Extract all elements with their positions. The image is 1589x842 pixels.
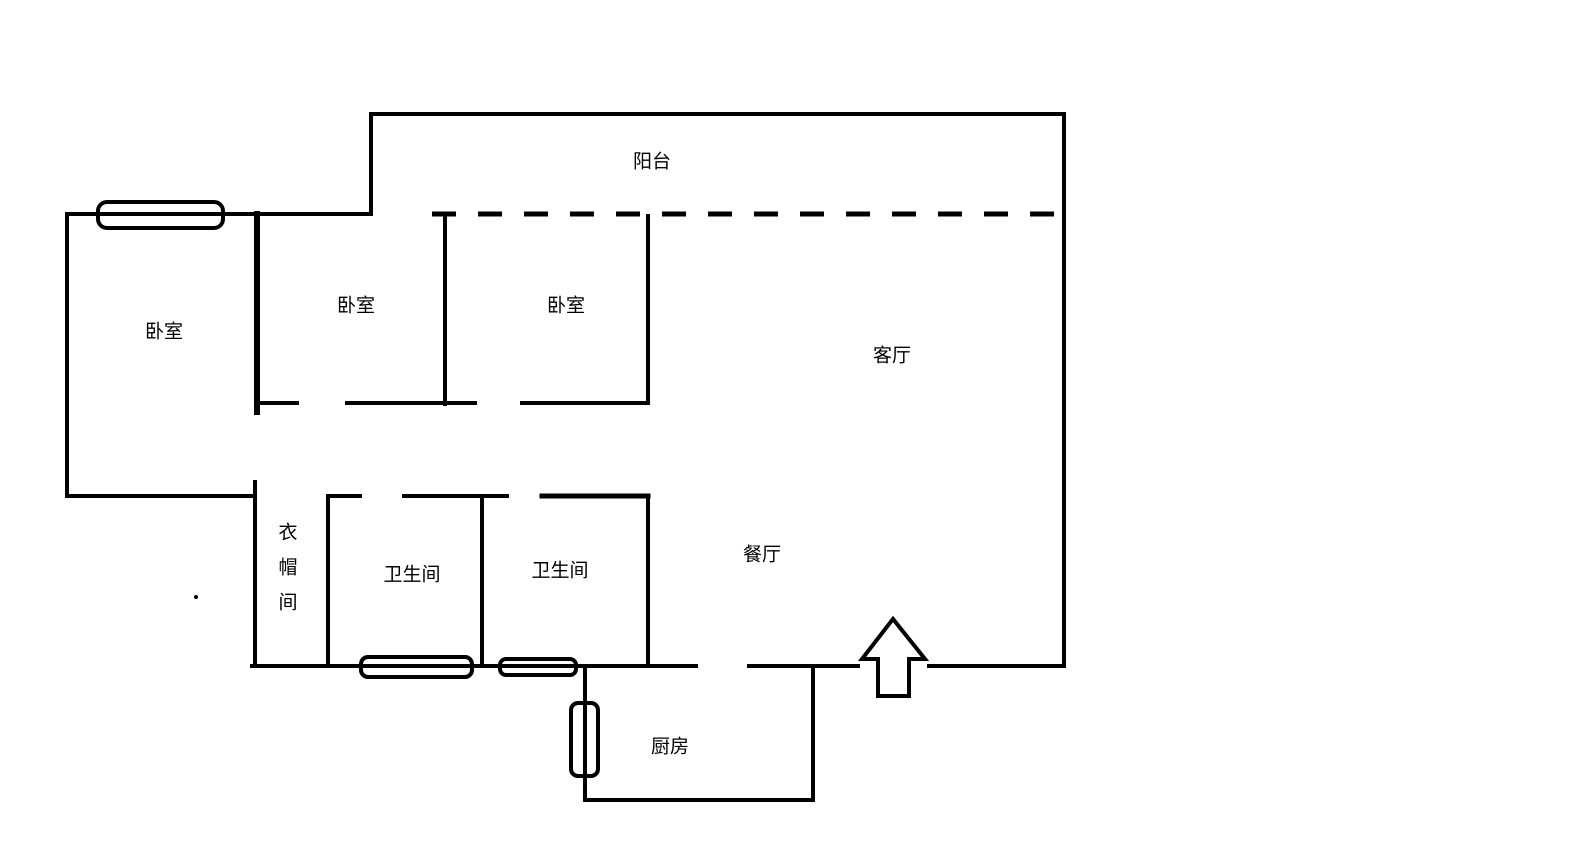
- room-label-bedroom-middle: 卧室: [336, 294, 376, 317]
- room-label-living-room: 客厅: [872, 344, 912, 367]
- room-label-bedroom-left: 卧室: [144, 320, 184, 343]
- window: [96, 200, 225, 230]
- dot-mark: [194, 595, 198, 599]
- room-label-dining-room: 餐厅: [742, 543, 782, 566]
- room-label-kitchen: 厨房: [650, 735, 690, 758]
- room-label-bedroom-right: 卧室: [546, 294, 586, 317]
- room-label-cloakroom: 衣帽间: [278, 521, 298, 614]
- room-label-bathroom-1: 卫生间: [383, 563, 441, 586]
- window: [359, 655, 474, 679]
- balcony-wall: [369, 112, 1066, 668]
- window: [569, 701, 600, 778]
- kitchen-wall: [583, 664, 815, 802]
- window: [498, 657, 578, 677]
- entrance-arrow-icon: [857, 615, 930, 698]
- room-label-bathroom-2: 卫生间: [531, 559, 589, 582]
- room-label-balcony: 阳台: [632, 150, 672, 173]
- left-bedroom-wall: [65, 212, 256, 498]
